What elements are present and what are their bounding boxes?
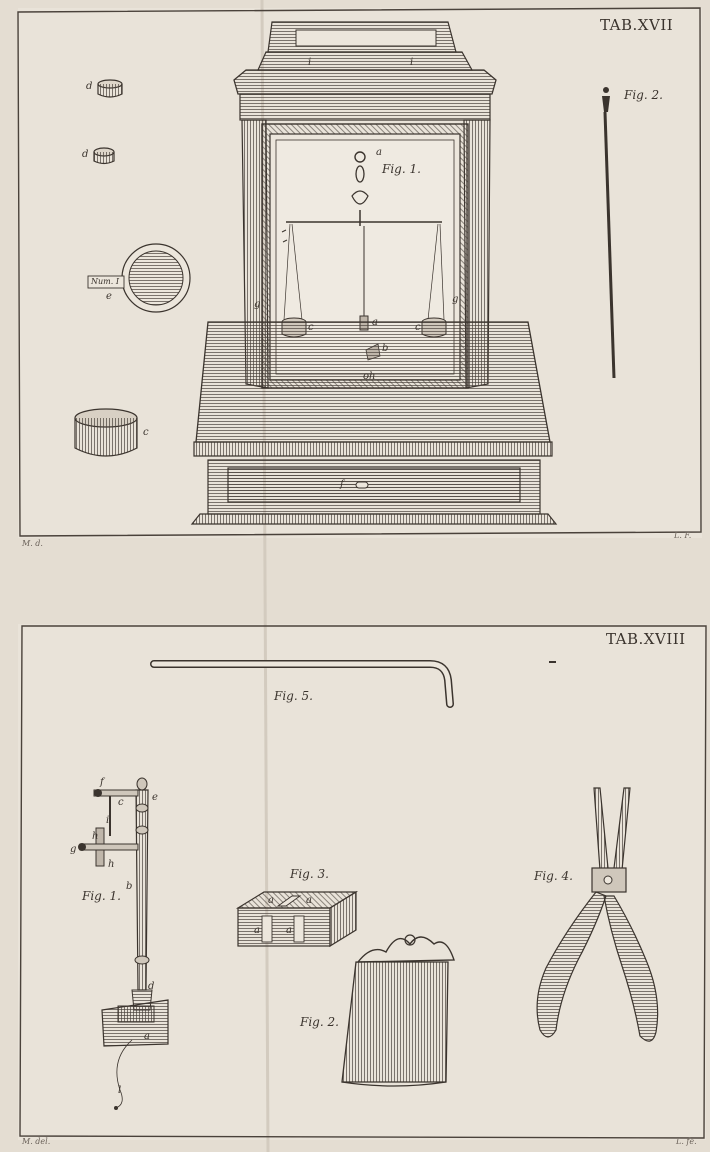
signature-lower-left: M. del. [22,1137,51,1146]
stand-fig1 [78,777,169,1110]
letter-oh: oh [363,371,376,382]
label-fig1-lower: Fig. 1. [82,889,121,903]
rod-fig2 [602,87,616,379]
small-box-d-2 [93,147,115,165]
letter-a-lower: a [144,1031,150,1042]
letter-a-fig3-3: a [254,925,260,936]
letter-g-right: g [452,294,459,305]
small-box-d-1 [97,79,123,98]
label-fig2-lower: Fig. 2. [300,1015,339,1029]
letter-e: e [106,291,112,302]
letter-a-top: a [376,147,382,158]
signature-upper-left: M. d. [22,539,43,548]
label-fig2-upper: Fig. 2. [624,88,663,102]
letter-f: f [340,479,344,490]
letter-c-lower: c [118,797,124,808]
upper-plate-border [17,7,702,537]
letter-a-mid: a [372,317,378,328]
block-fig3 [235,890,359,948]
lower-plate-border [19,625,707,1139]
signature-lower-right: L. fe. [676,1137,697,1146]
letter-d-lower: d [148,981,155,992]
balance-case-illustration [190,21,558,525]
signature-upper-right: L. F. [674,531,692,540]
letter-g-left: g [254,299,261,310]
letter-f-lower: f [100,777,104,788]
letter-b: b [382,343,389,354]
letter-a-fig3-1: a [268,895,274,906]
letter-b-lower: b [126,881,133,892]
label-fig5: Fig. 5. [274,689,313,703]
letter-a-fig3-4: a [286,925,292,936]
label-fig4: Fig. 4. [534,869,573,883]
letter-l-lower: l [118,1085,122,1096]
disc-e [87,243,191,313]
letter-d-2: d [82,149,89,160]
label-fig3: Fig. 3. [290,867,329,881]
plate-title-tab-xvii: TAB.XVII [600,16,674,34]
letter-h-1: h [92,831,99,842]
label-num-tag: Num. I [91,277,119,286]
pliers-fig4 [536,787,659,1042]
bent-tube-fig5 [150,660,454,708]
label-fig1-upper: Fig. 1. [382,162,421,176]
letter-h-2: h [108,859,115,870]
letter-a-fig3-2: a [306,895,312,906]
letter-i-2: i [410,57,414,68]
letter-c-right-pan: c [415,322,421,333]
comb-fig2 [341,934,455,1087]
letter-g-lower: g [70,844,77,855]
letter-i-1: i [308,57,312,68]
letter-c-left-pan: c [308,322,314,333]
drum-c [74,408,138,457]
letter-d-1: d [86,81,93,92]
letter-e-lower: e [152,792,158,803]
letter-c-drum: c [143,427,149,438]
plate-title-tab-xviii: TAB.XVIII [606,630,686,648]
letter-i-lower: i [106,815,110,826]
